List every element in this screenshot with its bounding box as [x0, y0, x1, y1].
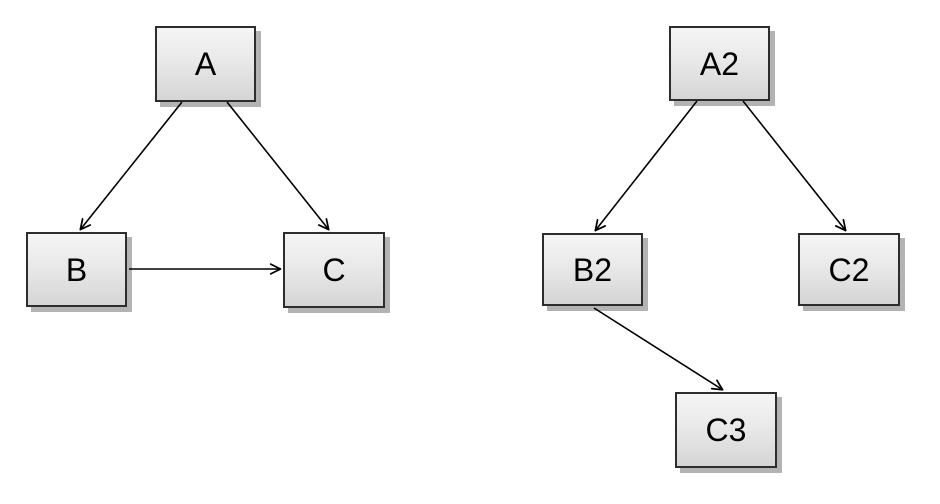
node-label: C3	[705, 412, 747, 448]
node-B[interactable]: B	[26, 232, 127, 307]
edge-A-B[interactable]	[79, 101, 183, 231]
node-label: B	[65, 251, 88, 288]
edge-B2-C3[interactable]	[593, 307, 724, 391]
node-label: A2	[699, 45, 740, 82]
node-C[interactable]: C	[283, 232, 385, 308]
node-label: C2	[828, 251, 870, 288]
node-C2[interactable]: C2	[798, 233, 900, 306]
edge-A2-C2[interactable]	[742, 100, 847, 232]
node-label: C	[322, 252, 346, 288]
node-label: A	[194, 46, 217, 82]
node-C3[interactable]: C3	[675, 392, 777, 468]
node-A[interactable]: A	[155, 26, 256, 102]
node-label: B2	[572, 251, 613, 288]
node-B2[interactable]: B2	[542, 233, 643, 306]
edge-A2-B2[interactable]	[594, 100, 698, 232]
edge-A-C[interactable]	[226, 101, 330, 231]
node-A2[interactable]: A2	[669, 26, 770, 101]
